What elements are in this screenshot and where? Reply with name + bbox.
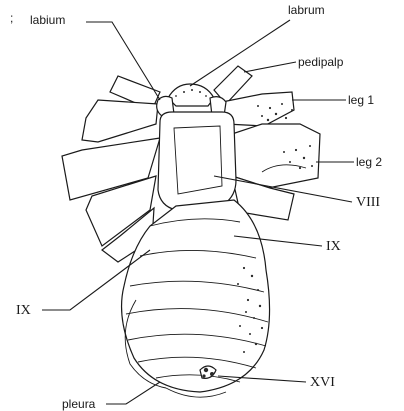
label-ix-left: IX [16, 303, 31, 318]
leader-pedipalp [244, 62, 296, 72]
label-leg-1: leg 1 [348, 93, 374, 107]
label-ix-right: IX [326, 239, 341, 254]
label-labrum: labrum [288, 3, 325, 17]
label-viii: VIII [356, 195, 380, 210]
spider-body-drawing [62, 66, 320, 397]
label-xvi: XVI [310, 375, 335, 390]
label-pleura: pleura [62, 397, 96, 411]
label-pedipalp: pedipalp [298, 55, 344, 69]
label-labium: labium [30, 13, 65, 27]
left-leg-1 [82, 100, 158, 142]
leader-pleura [106, 382, 160, 404]
corner-mark: ; [10, 11, 13, 25]
labrum-shape [168, 84, 214, 106]
label-leg-2: leg 2 [356, 155, 382, 169]
